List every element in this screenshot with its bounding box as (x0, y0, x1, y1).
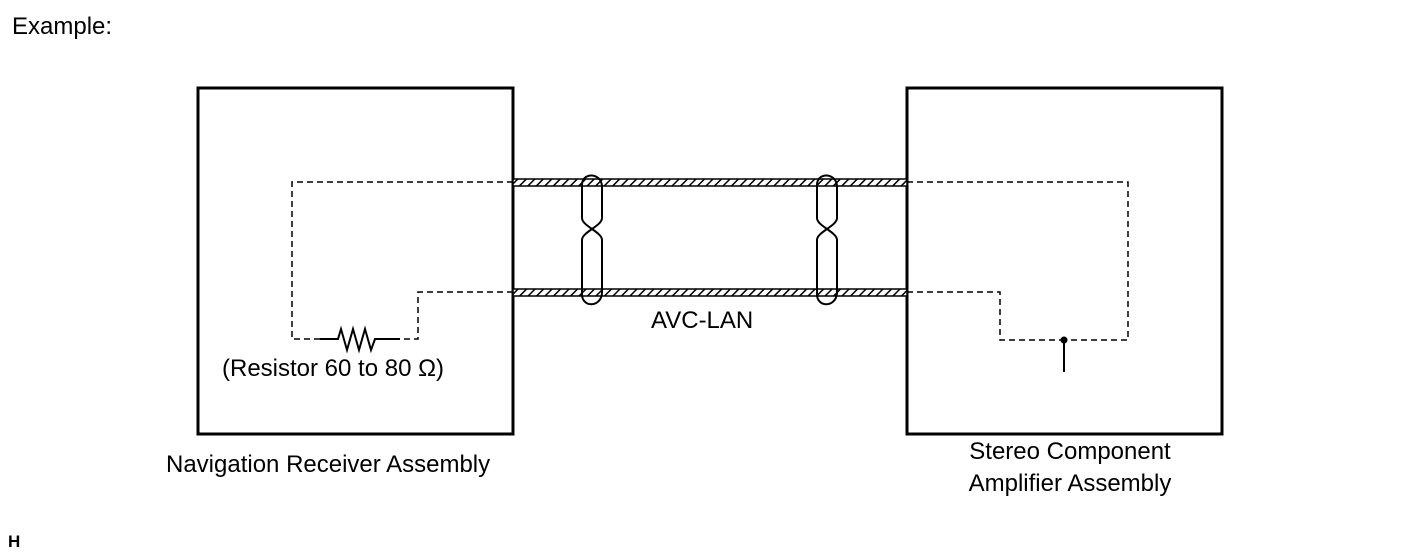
navigation-internal-wiring (291, 181, 513, 340)
stereo-amplifier-box (905, 86, 1224, 436)
navigation-receiver-label: Navigation Receiver Assembly (166, 451, 491, 478)
heading: Example: (12, 13, 113, 40)
stereo-amplifier-label: Stereo Component Amplifier Assembly (920, 436, 1220, 500)
navigation-receiver-box (196, 86, 515, 436)
resistor-label: (Resistor 60 to 80 Ω) (222, 355, 445, 382)
bus-wire-lower (512, 288, 908, 297)
twist-marker-right (815, 174, 838, 306)
resistor-symbol (320, 325, 400, 354)
stereo-amplifier-label-line-1: Stereo Component (969, 438, 1171, 465)
amplifier-internal-wiring (907, 181, 1129, 341)
amplifier-junction (1060, 336, 1068, 372)
stereo-amplifier-label-line-2: Amplifier Assembly (968, 470, 1172, 497)
corner-mark: H (8, 532, 21, 551)
bus-wire-upper (512, 178, 908, 187)
bus-label: AVC-LAN (651, 307, 754, 334)
twist-marker-left (580, 174, 603, 306)
avc-lan-bus (512, 174, 908, 306)
